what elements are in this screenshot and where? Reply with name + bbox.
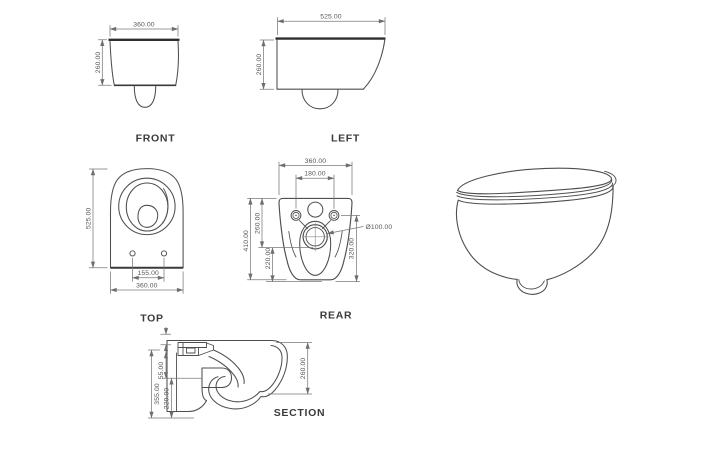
- rear-inlet-height-dim: 260.00: [254, 212, 261, 234]
- front-height-dim: 260.00: [95, 52, 102, 74]
- rear-total-height-dim: 410.00: [243, 230, 250, 252]
- lid-top: [456, 167, 612, 195]
- top-fixing-hole-left: [129, 250, 136, 257]
- section-outlet-dim: 220.00: [164, 388, 171, 410]
- rear-inlet-hole: [307, 201, 324, 218]
- rear-side-height-dim: 320.00: [349, 238, 356, 260]
- top-view: 525.00 155.00 360.00 TOP: [85, 168, 184, 325]
- rear-label: REAR: [320, 310, 353, 322]
- perspective-view: [455, 167, 617, 295]
- left-dimensions: [259, 17, 386, 90]
- top-outline: [109, 168, 184, 269]
- section-outline: [166, 339, 288, 413]
- left-outline: [275, 37, 386, 110]
- front-label: FRONT: [136, 133, 176, 145]
- left-label: LEFT: [331, 133, 360, 145]
- rear-view: 360.00 180.00 410.00 260.00 220.00 320.0…: [243, 158, 392, 322]
- front-outline: [108, 38, 180, 108]
- left-view: 525.00 260.00 LEFT: [256, 14, 386, 145]
- rear-fixing-hole-left: [290, 210, 302, 221]
- bowl-body: [455, 185, 614, 295]
- section-total-height-dim: 355.00: [154, 383, 161, 405]
- top-label: TOP: [140, 313, 164, 325]
- rear-outline: [278, 197, 353, 281]
- rear-diameter-leader: [327, 226, 364, 235]
- top-fixing-hole-right: [160, 250, 168, 257]
- rear-outlet-height-dim: 220.00: [265, 248, 272, 270]
- section-rim-dim: 55.00: [158, 362, 165, 380]
- section-view: 355.00 55.00 220.00 260.00 SECTION: [148, 327, 325, 419]
- left-depth-dim: 525.00: [320, 14, 342, 21]
- top-bowl-inner: [125, 182, 169, 232]
- rear-fixing-hole-right: [328, 210, 340, 221]
- front-width-dim: 360.00: [133, 22, 155, 29]
- perspective-outline: [455, 167, 617, 295]
- outlet-bump: [518, 279, 545, 290]
- top-holes-dim: 155.00: [138, 270, 160, 277]
- front-dimensions: [98, 25, 179, 86]
- top-depth-dim: 525.00: [85, 207, 92, 229]
- section-dimensions: [148, 327, 312, 419]
- rear-outlet-diameter-dim: Ø100.00: [366, 224, 393, 231]
- section-spud: [201, 367, 233, 389]
- top-bowl-rim: [118, 177, 176, 236]
- top-width-dim: 360.00: [136, 282, 158, 289]
- rear-holes-dim: 180.00: [304, 171, 326, 178]
- left-height-dim: 260.00: [256, 54, 263, 76]
- left-outlet: [301, 89, 339, 110]
- top-sump: [137, 204, 159, 228]
- section-label: SECTION: [274, 407, 326, 419]
- front-outlet: [133, 85, 157, 108]
- section-front-height-dim: 260.00: [300, 358, 307, 380]
- rear-dimensions: [247, 161, 364, 283]
- top-dimensions: [89, 168, 184, 294]
- rear-width-dim: 360.00: [305, 158, 327, 165]
- front-view: 360.00 260.00 FRONT: [95, 22, 180, 145]
